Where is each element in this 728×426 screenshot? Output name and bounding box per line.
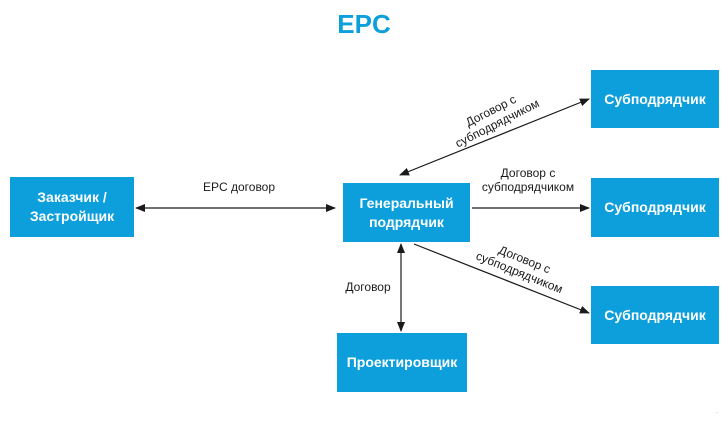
node-designer-label: Проектировщик [346, 354, 458, 370]
node-subcontractor-2: Субподрядчик [591, 178, 719, 237]
edge-label-sub2-line1: Договор с [500, 166, 556, 180]
node-sub3-label: Субподрядчик [604, 306, 706, 323]
edge-label-epc-contract: EPC договор [202, 180, 276, 194]
node-customer-line2: Застройщик [29, 208, 115, 224]
edge-label-sub2: Договор с субподрядчиком [458, 166, 598, 194]
diagram-title: EPC [337, 9, 391, 39]
edge-label-sub2-line2: субподрядчиком [481, 180, 575, 194]
node-subcontractor-1: Субподрядчик [591, 70, 719, 128]
node-sub1-label: Субподрядчик [604, 90, 706, 107]
node-customer: Заказчик / Застройщик [10, 177, 134, 237]
node-general-contractor: Генеральный подрядчик [343, 183, 470, 242]
arrow-gc-sub3 [413, 243, 590, 314]
node-gc-line2: подрядчик [369, 213, 444, 230]
node-customer-line1: Заказчик / [37, 189, 107, 205]
node-designer: Проектировщик [337, 333, 467, 392]
edge-label-designer-contract: Договор [345, 280, 391, 294]
node-sub2-label: Субподрядчик [604, 199, 706, 215]
node-subcontractor-3: Субподрядчик [591, 286, 719, 344]
node-gc-line1: Генеральный [359, 194, 454, 211]
arrow-gc-sub1 [399, 98, 590, 176]
corner-dot-mark: ˙ [716, 411, 719, 420]
